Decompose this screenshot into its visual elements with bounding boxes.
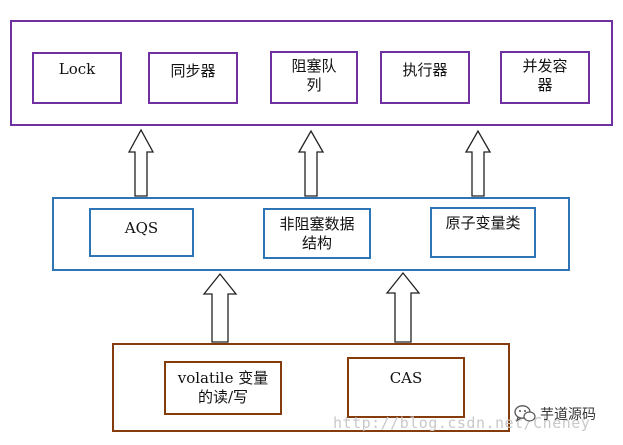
top-item-concurrent-container: 并发容器 [500,51,590,104]
bottom-item-volatile-read-write: volatile 变量的读/写 [164,361,282,415]
top-item-label: 执行器 [402,61,448,79]
top-item-blocking-queue: 阻塞队列 [270,51,358,104]
middle-layer: AQS 非阻塞数据结构 原子变量类 [52,197,570,271]
top-item-lock: Lock [32,52,122,104]
middle-item-non-blocking-data-structures: 非阻塞数据结构 [263,208,371,259]
middle-item-aqs: AQS [89,208,194,257]
bottom-item-cas: CAS [347,357,465,418]
middle-item-label: 原子变量类 [445,214,521,232]
top-item-synchronizer: 同步器 [148,52,238,104]
up-arrow-icon [297,129,325,197]
top-item-label: 阻塞队列 [291,57,337,94]
watermark-brand-label: 芋道源码 [540,407,596,423]
bottom-item-label: CAS [389,369,423,387]
up-arrow-icon [127,128,155,197]
middle-item-atomic-variable-classes: 原子变量类 [430,207,536,258]
top-item-label: 并发容器 [522,57,568,94]
up-arrow-icon [385,271,421,343]
top-item-label: 同步器 [170,62,216,80]
up-arrow-icon [464,129,492,197]
wechat-icon [514,405,536,422]
top-layer: Lock 同步器 阻塞队列 执行器 并发容器 [10,20,613,126]
top-item-label: Lock [58,60,96,78]
bottom-item-label: volatile 变量的读/写 [177,369,269,406]
middle-item-label: AQS [124,219,159,237]
bottom-layer: volatile 变量的读/写 CAS [112,343,510,432]
watermark-brand: 芋道源码 [514,404,596,424]
top-item-executor: 执行器 [380,51,470,104]
middle-item-label: 非阻塞数据结构 [279,215,355,252]
up-arrow-icon [202,272,238,343]
